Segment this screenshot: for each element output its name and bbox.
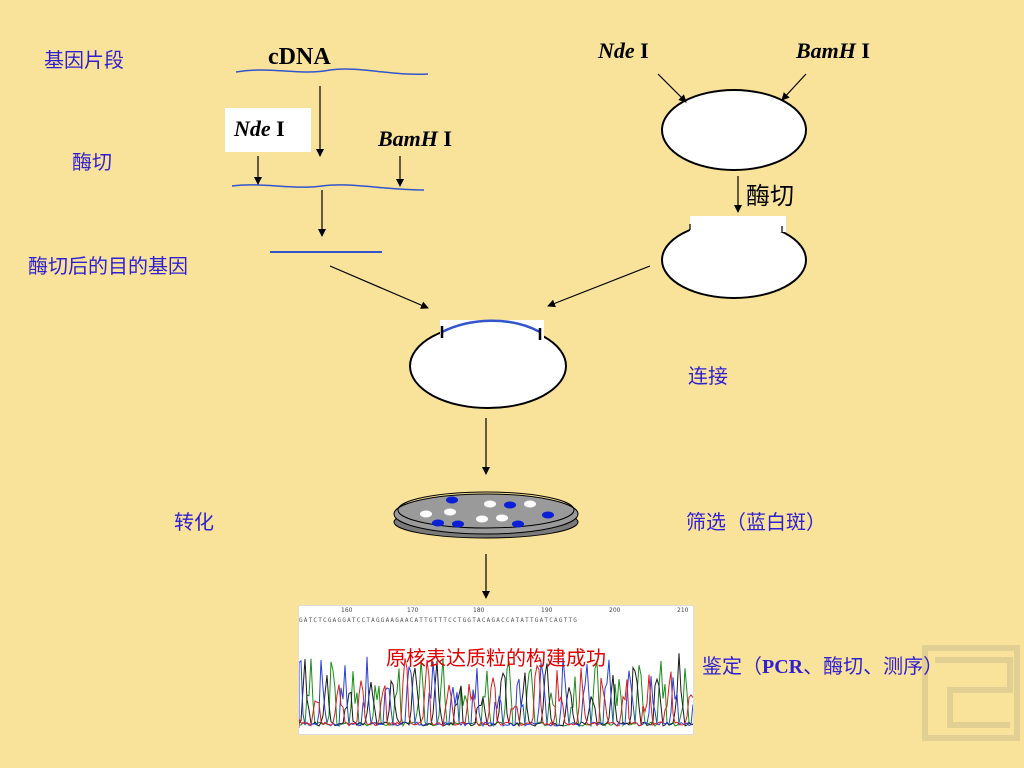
arrow-fragment-to-ligation [329, 265, 429, 309]
white-colony [476, 515, 488, 523]
blue-colony [542, 511, 554, 519]
success-message: 原核表达质粒的构建成功 [386, 646, 606, 670]
blue-colony [512, 520, 524, 528]
white-colony [524, 500, 536, 508]
tick-number: 210 [677, 607, 689, 614]
blue-colony [432, 519, 444, 527]
plasmid-gap [690, 216, 786, 232]
bamh-label-right: BamH I [796, 38, 870, 63]
arrow-nde-to-plasmid [657, 73, 687, 103]
transformation-label: 转化 [174, 510, 214, 534]
nde-label-right: Nde I [598, 38, 649, 63]
trace-line [299, 658, 693, 728]
blue-colony [504, 501, 516, 509]
sequencing-chromatogram: 160 170 180 190 200 210 GATCTCGAGGATCCTA… [298, 605, 694, 735]
target-gene-label: 酶切后的目的基因 [28, 254, 188, 278]
arrow-bamh-to-plasmid [781, 73, 807, 101]
nde-label-left: Nde I [234, 116, 285, 141]
white-colony [496, 514, 508, 522]
tick-number: 160 [341, 607, 353, 614]
trace-line [299, 656, 693, 728]
tick-number: 180 [473, 607, 485, 614]
plasmid-vector [661, 89, 807, 171]
blue-colony [452, 520, 464, 528]
base-sequence: GATCTCGAGGATCCTAGGAAGAACATTGTTTCCTGGTACA… [299, 617, 579, 624]
colonies [420, 496, 554, 528]
tick-number: 170 [407, 607, 419, 614]
blue-colony [446, 496, 458, 504]
gene-fragment-label: 基因片段 [44, 48, 124, 72]
white-colony [420, 510, 432, 518]
digested-cdna-strand [231, 184, 425, 191]
arrow-plasmid-to-ligation [547, 265, 651, 308]
cdna-label: cDNA [268, 44, 331, 70]
tick-number: 200 [609, 607, 621, 614]
white-colony [444, 508, 456, 516]
ligation-label: 连接 [688, 364, 728, 388]
screening-label: 筛选（蓝白斑） [686, 510, 826, 534]
identification-label: 鉴定（PCR、酶切、测序） [702, 654, 944, 678]
bamh-label-left: BamH I [378, 126, 452, 151]
watermark-logo [922, 645, 1020, 741]
white-colony [484, 500, 496, 508]
digestion-label-left: 酶切 [72, 150, 112, 174]
insert-box [440, 320, 544, 338]
inserted-gene [441, 319, 541, 334]
nde-label-box [225, 108, 311, 152]
trace-line [299, 653, 693, 728]
cdna-strand [235, 68, 429, 76]
opened-plasmid [661, 221, 807, 299]
digestion-label-right: 酶切 [746, 182, 794, 210]
tick-number: 190 [541, 607, 553, 614]
chromatogram-traces [299, 653, 693, 728]
